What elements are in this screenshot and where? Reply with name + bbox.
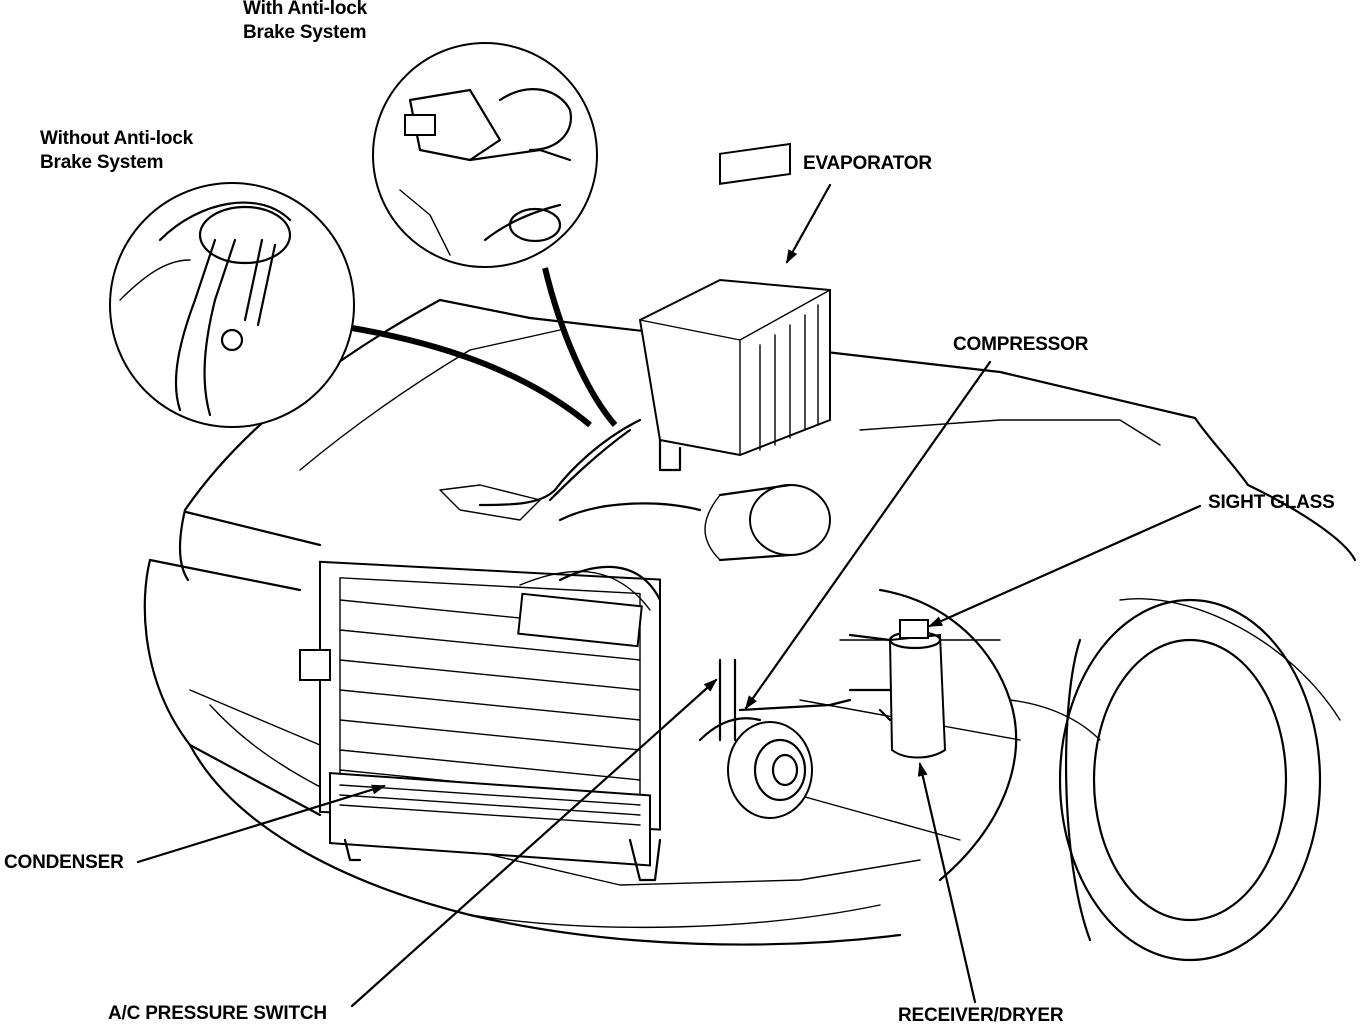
- engine-bay: [439, 483, 831, 648]
- detail-with-abs: [372, 42, 598, 268]
- evaporator-unit: [478, 142, 831, 507]
- label-with-abs: With Anti-lock Brake System: [243, 0, 367, 45]
- compressor-unit: [698, 658, 852, 819]
- label-without-abs-line1: Without Anti-lock: [40, 128, 193, 149]
- label-without-abs: Without Anti-lock Brake System: [40, 127, 193, 175]
- label-compressor: COMPRESSOR: [953, 334, 1089, 355]
- label-with-abs-line2: Brake System: [243, 22, 367, 43]
- sight-glass-leader: [928, 504, 1202, 628]
- detail-with-abs-pointer: [542, 267, 618, 427]
- front-wheel: [1058, 598, 1341, 962]
- car-body: [143, 298, 1357, 946]
- receiver-dryer-leader: [917, 762, 977, 1004]
- compressor-leader: [744, 360, 992, 710]
- label-without-abs-line2: Brake System: [40, 152, 164, 173]
- condenser-leader: [136, 784, 386, 864]
- detail-without-abs-pointer: [351, 325, 592, 428]
- label-pressure-switch: A/C PRESSURE SWITCH: [108, 1003, 327, 1024]
- label-receiver-dryer: RECEIVER/DRYER: [898, 1005, 1064, 1026]
- label-evaporator: EVAPORATOR: [803, 153, 932, 174]
- label-sight-glass: SIGHT GLASS: [1208, 492, 1335, 513]
- label-condenser: CONDENSER: [4, 852, 124, 873]
- evaporator-leader: [785, 183, 832, 264]
- label-with-abs-line1: With Anti-lock: [243, 0, 368, 19]
- pressure-switch-leader: [350, 678, 718, 1008]
- receiver-dryer-unit: [848, 619, 947, 759]
- detail-without-abs: [109, 182, 355, 428]
